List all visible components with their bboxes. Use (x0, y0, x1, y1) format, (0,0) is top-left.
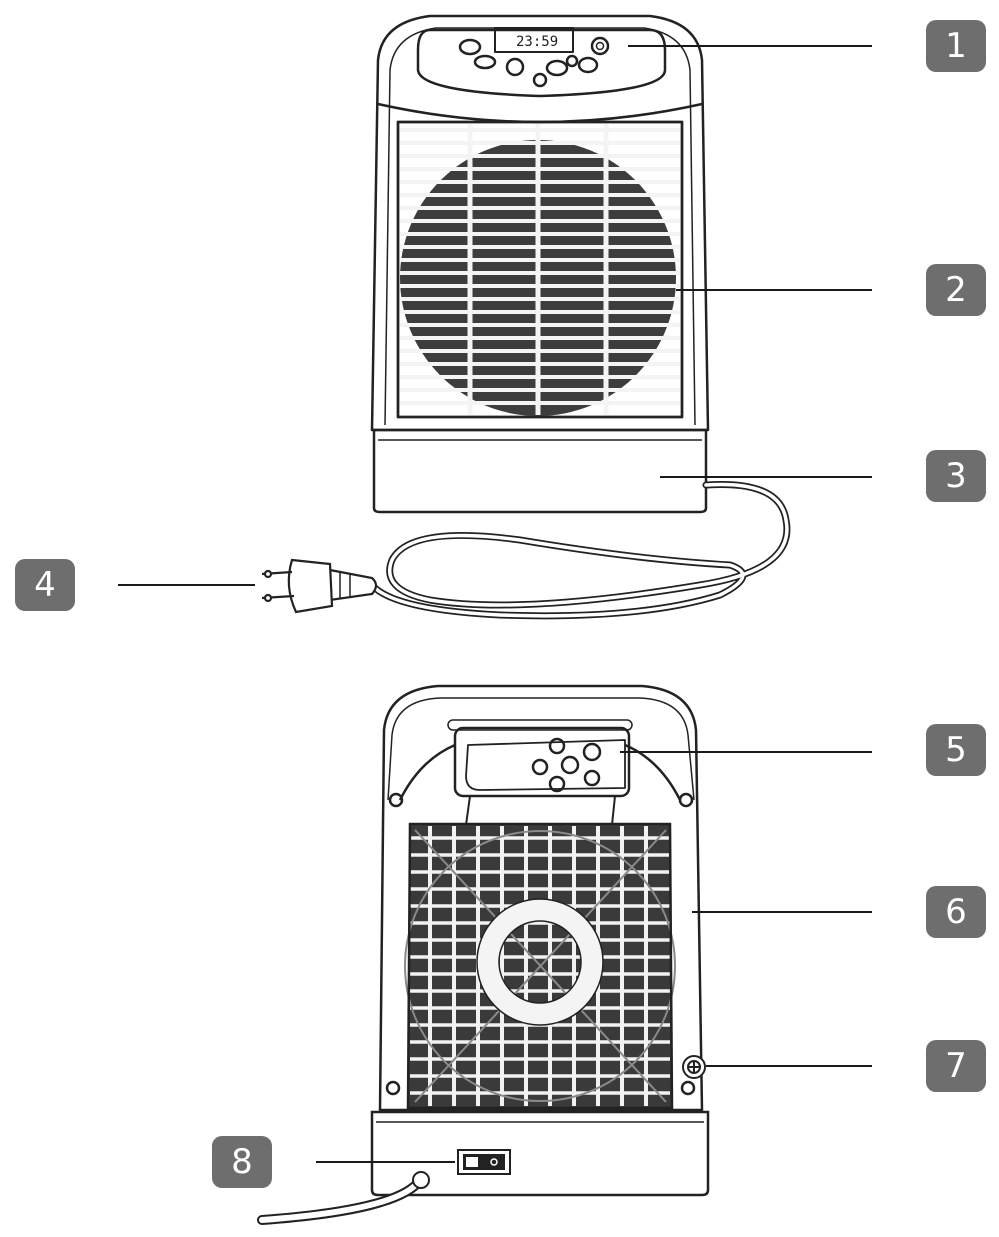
button-timer (545, 59, 569, 77)
power-switch (457, 1149, 511, 1175)
rear-base (370, 1110, 710, 1197)
rear-button-left (531, 758, 549, 776)
front-base (372, 428, 708, 514)
rear-control-panel (453, 726, 631, 826)
rear-grille (404, 822, 676, 1110)
lcd-display (494, 27, 574, 53)
button-center (532, 72, 548, 88)
screw-bottom-right (680, 1080, 696, 1096)
rear-button-center (560, 755, 580, 775)
rear-hub-ring (477, 899, 603, 1025)
control-panel: 23:59 (416, 27, 667, 98)
rear-button-right (582, 742, 602, 762)
callout-badge-3: 3 (926, 450, 986, 502)
power-icon (595, 41, 605, 51)
callout-badge-7: 7 (926, 1040, 986, 1092)
button-left-bottom (473, 54, 497, 70)
screw-top-right (678, 792, 694, 808)
screw-bottom-left (385, 1080, 401, 1096)
heater-rear-view (378, 684, 704, 1112)
power-button (590, 36, 610, 56)
rear-cord (257, 1171, 430, 1225)
button-plus (565, 54, 579, 68)
front-body (370, 14, 710, 432)
rear-button-top (548, 737, 566, 755)
power-plug (261, 558, 378, 614)
front-cap-line (377, 102, 703, 124)
screw (682, 1055, 706, 1079)
callout-badge-5: 5 (926, 724, 986, 776)
button-right (577, 56, 599, 74)
screw-top-left (388, 792, 404, 808)
callout-badge-8: 8 (212, 1136, 272, 1188)
rear-button-bottom (548, 775, 566, 793)
rear-button-bottom-right (583, 769, 601, 787)
button-left-top (458, 38, 482, 56)
callout-badge-1: 1 (926, 20, 986, 72)
callout-badge-6: 6 (926, 886, 986, 938)
callout-badge-2: 2 (926, 264, 986, 316)
rear-body (378, 684, 704, 1112)
rear-body-inner (387, 697, 695, 801)
lcd-readout: 23:59 (516, 34, 558, 50)
rear-top-recess (398, 743, 682, 801)
front-grille (396, 120, 684, 419)
callout-badge-4: 4 (15, 559, 75, 611)
button-mode (505, 57, 525, 77)
